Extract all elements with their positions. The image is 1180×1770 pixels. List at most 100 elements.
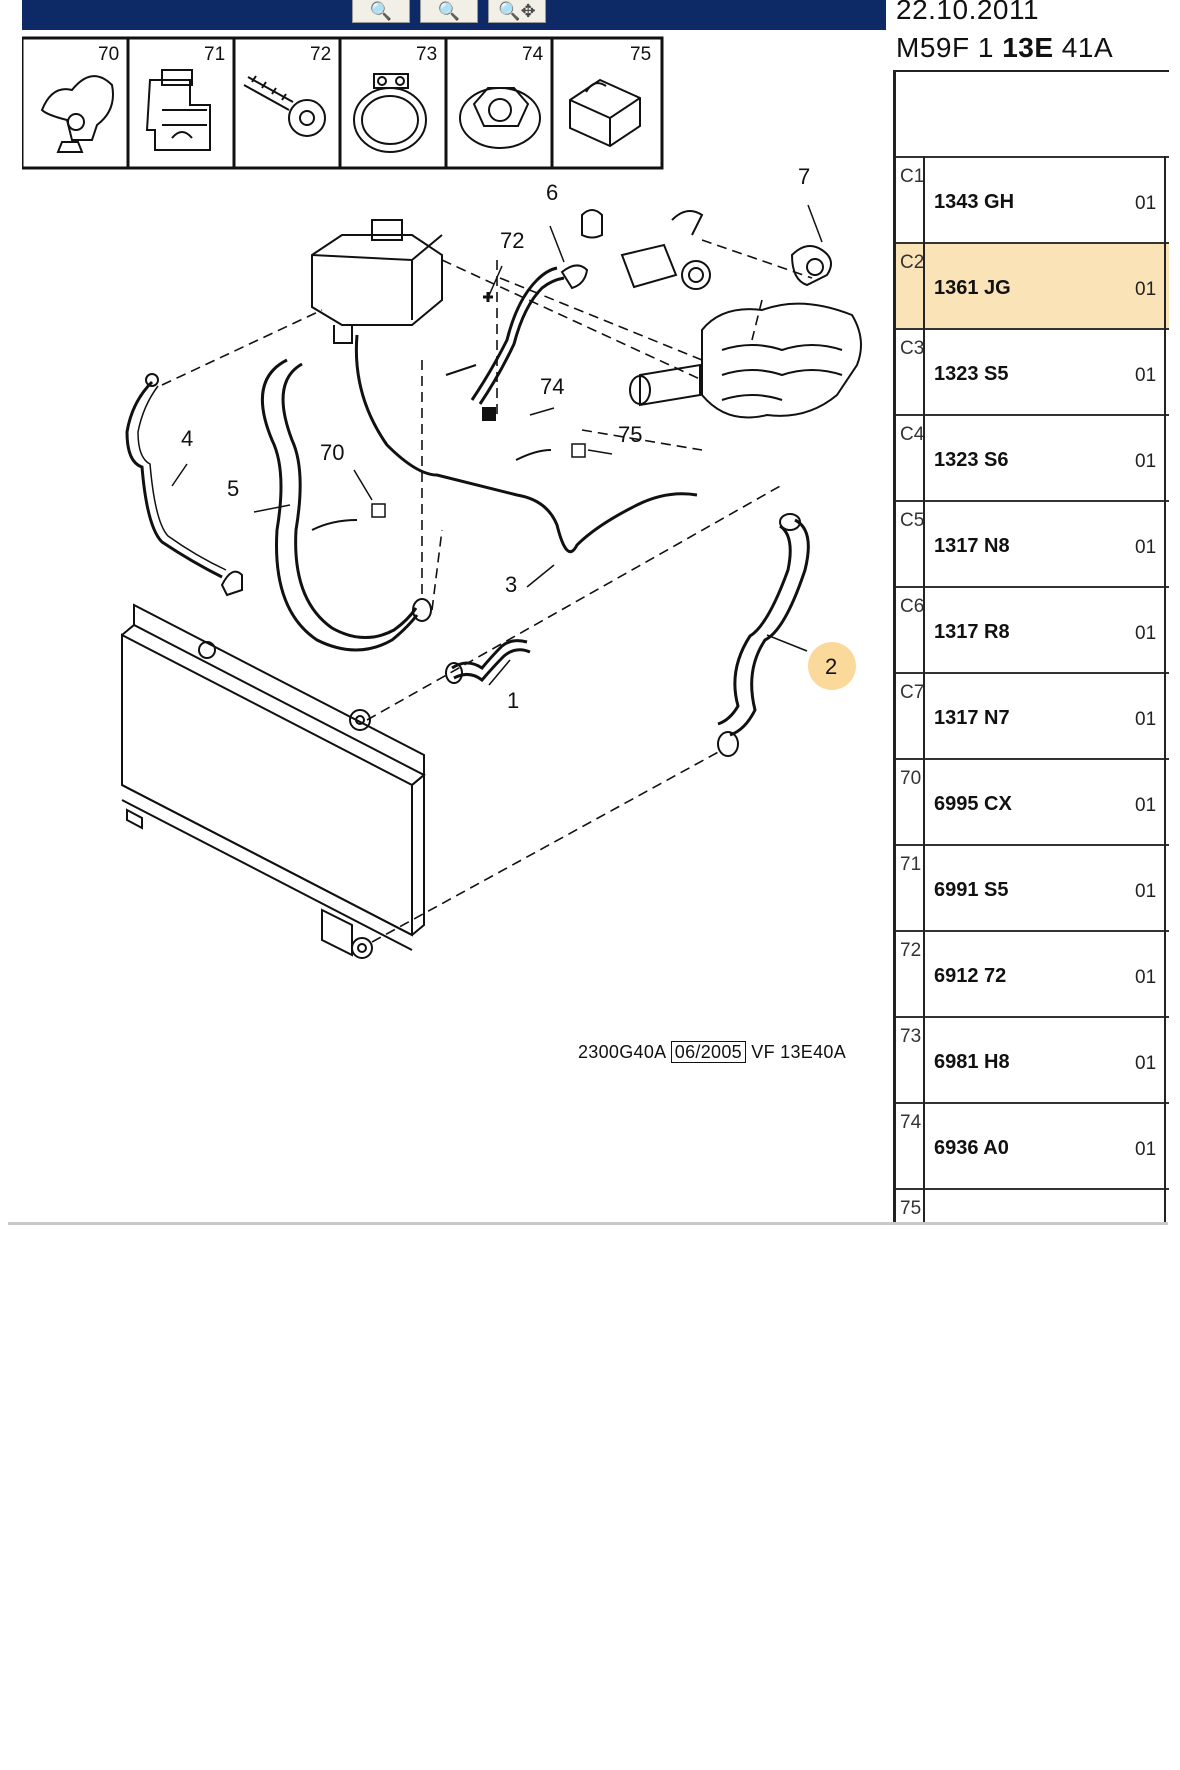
part-reference[interactable]: 1361 JG <box>934 277 1011 299</box>
part-row[interactable]: 72 6912 72 01 <box>893 930 1169 1016</box>
callout-4[interactable]: 4 <box>181 426 193 451</box>
callout-75[interactable]: 75 <box>618 422 642 447</box>
part-row[interactable]: C5 1317 N8 01 <box>893 500 1169 586</box>
part-reference[interactable]: 1343 GH <box>934 191 1015 213</box>
callout-72[interactable]: 72 <box>500 228 524 253</box>
callout-74[interactable]: 74 <box>540 374 564 399</box>
header-divider <box>893 70 1169 72</box>
callout-2[interactable]: 2 <box>825 654 837 679</box>
part-code: C5 <box>900 510 925 531</box>
screw-icon <box>243 75 326 137</box>
part-quantity: 01 <box>1135 967 1157 988</box>
part-code: 73 <box>900 1026 922 1047</box>
inset-label-71: 71 <box>204 44 225 65</box>
part-code: C3 <box>900 338 925 359</box>
inset-label-75: 75 <box>630 44 651 65</box>
zoom-in-button[interactable]: 🔍 <box>352 0 410 23</box>
part-quantity: 01 <box>1135 365 1157 386</box>
pipe-clip-icon <box>145 69 211 151</box>
ref-suffix: 41A <box>1053 32 1114 63</box>
part-reference[interactable]: 1323 S5 <box>934 363 1009 385</box>
inset-label-74: 74 <box>522 44 544 65</box>
part-reference[interactable]: 1323 S6 <box>934 449 1009 471</box>
inset-label-72: 72 <box>310 44 331 65</box>
hose-2 <box>717 513 810 757</box>
parts-table-left-border <box>893 70 896 1222</box>
drawing-date: 06/2005 <box>670 1041 746 1063</box>
part-quantity: 01 <box>1135 795 1157 816</box>
part-reference[interactable]: 6936 A0 <box>934 1137 1009 1159</box>
part-reference[interactable]: 1317 N8 <box>934 535 1010 557</box>
marker-70-icon <box>371 503 386 518</box>
part-row[interactable]: 70 6995 CX 01 <box>893 758 1169 844</box>
part-reference[interactable]: 1317 R8 <box>934 621 1010 643</box>
part-reference[interactable]: 6912 72 <box>934 965 1007 987</box>
bleed-screw-icon <box>40 75 114 153</box>
callout-1[interactable]: 1 <box>507 688 519 713</box>
marker-72-icon <box>483 292 493 302</box>
callout-3[interactable]: 3 <box>505 572 517 597</box>
callout-5[interactable]: 5 <box>227 476 239 501</box>
part-quantity: 01 <box>1135 881 1157 902</box>
parts-table-right-border <box>1164 156 1166 1222</box>
callout-7[interactable]: 7 <box>798 164 810 189</box>
callout-leaders <box>171 204 823 686</box>
callout-6[interactable]: 6 <box>546 180 558 205</box>
drawing-ref: 2300G40A <box>578 1042 666 1062</box>
ref-prefix: M59F 1 <box>896 32 1003 63</box>
callout-70[interactable]: 70 <box>320 440 344 465</box>
part-code: 74 <box>900 1112 922 1133</box>
inset-labels: 70 71 72 73 74 75 <box>98 44 651 65</box>
hose-1 <box>445 639 531 684</box>
marker-74-icon <box>482 407 496 421</box>
part-code: 72 <box>900 940 922 961</box>
part-quantity: 01 <box>1135 623 1157 644</box>
inset-label-73: 73 <box>416 44 437 65</box>
radiator <box>121 603 426 959</box>
diagram-canvas: 70 71 72 73 74 75 1 2 3 4 5 6 7 70 72 74… <box>22 36 862 959</box>
hose-3 <box>354 334 698 554</box>
zoom-out-button[interactable]: 🔍 <box>420 0 478 23</box>
zoom-out-icon: 🔍 <box>437 1 461 21</box>
part-reference[interactable]: 6995 CX <box>934 793 1012 815</box>
part-code: 75 <box>900 1198 922 1219</box>
part-code: C2 <box>900 252 925 273</box>
hardware-markers <box>371 292 586 518</box>
part-row[interactable]: 74 6936 A0 01 <box>893 1102 1169 1188</box>
part-row[interactable]: 75 <box>893 1188 1169 1222</box>
part-code: 70 <box>900 768 922 789</box>
cooling-system-diagram: 70 71 72 73 74 75 1 2 3 4 5 6 7 70 72 74… <box>22 30 886 1220</box>
inset-label-70: 70 <box>98 44 119 65</box>
callout-labels: 1 2 3 4 5 6 7 70 72 74 75 <box>181 164 837 713</box>
header-reference: M59F 1 13E 41A <box>896 32 1113 64</box>
part-reference[interactable]: 1317 N7 <box>934 707 1010 729</box>
part-row[interactable]: C2 1361 JG 01 <box>893 242 1169 328</box>
bracket-icon <box>569 78 641 148</box>
part-quantity: 01 <box>1135 279 1157 300</box>
part-quantity: 01 <box>1135 193 1157 214</box>
drawing-footer: 2300G40A 06/2005 VF 13E40A <box>578 1041 847 1063</box>
fastener-inset <box>22 36 664 170</box>
part-quantity: 01 <box>1135 537 1157 558</box>
hose-clamp-icon <box>353 73 427 153</box>
water-outlet-housing <box>581 209 711 290</box>
part-reference[interactable]: 6981 H8 <box>934 1051 1010 1073</box>
part-row[interactable]: C6 1317 R8 01 <box>893 586 1169 672</box>
part-reference[interactable]: 6991 S5 <box>934 879 1009 901</box>
part-code: C7 <box>900 682 925 703</box>
catalog-frame <box>10 0 1165 1222</box>
part-code: C6 <box>900 596 925 617</box>
ref-bold: 13E <box>1002 32 1054 63</box>
part-row[interactable]: C3 1323 S5 01 <box>893 328 1169 414</box>
zoom-pan-button[interactable]: 🔍✥ <box>488 0 546 23</box>
part-quantity: 01 <box>1135 1139 1157 1160</box>
engine-ref: VF 13E40A <box>751 1042 847 1062</box>
clip-markers <box>311 364 552 531</box>
hose-5 <box>260 358 432 652</box>
